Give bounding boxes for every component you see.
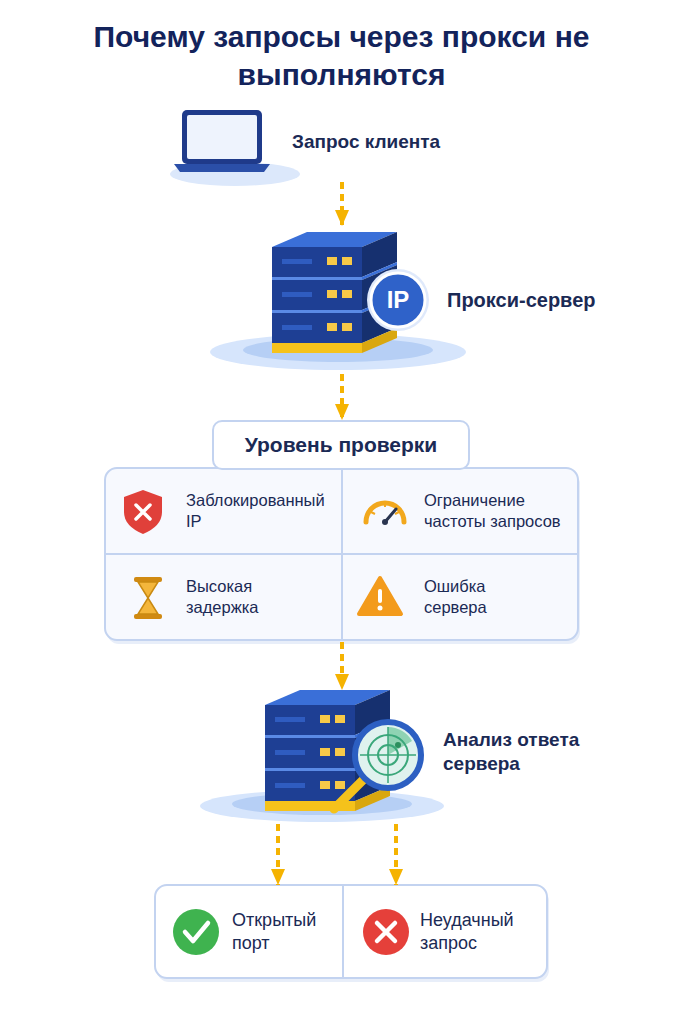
shield-icon — [124, 490, 162, 534]
laptop-icon — [174, 164, 270, 172]
hourglass-icon — [138, 582, 158, 598]
result-panel — [155, 885, 547, 978]
flow-arrow — [276, 824, 280, 885]
node-label: Ограничение частоты запросов — [424, 490, 574, 531]
item-cell: Неудачный запрос — [343, 885, 547, 978]
item-cell: Ограничение частоты запросов — [342, 468, 578, 554]
flow-arrow — [340, 374, 344, 420]
warning-icon — [359, 578, 401, 614]
item-cell: Заблокированный IP — [105, 468, 342, 554]
cross-icon — [363, 909, 409, 955]
flow-arrow — [340, 642, 344, 690]
analysis-server-icon — [355, 722, 421, 788]
check-panel — [105, 468, 578, 640]
proxy-server-icon — [210, 232, 466, 370]
proxy-server-icon — [367, 269, 429, 331]
analysis-server-icon — [334, 779, 364, 809]
item-cell: Ошибка сервера — [342, 554, 578, 640]
laptop-icon — [187, 115, 257, 159]
node-label: Открытый порт — [232, 909, 332, 954]
check-icon — [185, 923, 208, 941]
gauge-icon — [366, 503, 404, 525]
node-label: Ошибка сервера — [424, 576, 534, 617]
node-label: Неудачный запрос — [420, 909, 538, 954]
flow-arrow — [340, 182, 344, 226]
node-label: Уровень проверки — [245, 432, 438, 458]
cross-icon — [363, 909, 409, 955]
check-panel — [106, 553, 577, 555]
hourglass-icon — [134, 577, 162, 619]
check-icon — [173, 909, 219, 955]
warning-icon — [359, 578, 401, 614]
gauge-icon — [382, 519, 388, 525]
node-label: Запрос клиента — [292, 130, 472, 154]
icon-node: Анализ ответа сервера — [200, 690, 610, 822]
laptop-icon — [170, 110, 300, 186]
cross-icon — [377, 923, 395, 941]
icon-node: Запрос клиента — [170, 104, 480, 180]
node-label: Заблокированный IP — [186, 490, 338, 531]
flow-arrow — [394, 824, 398, 885]
check-icon — [173, 909, 219, 955]
analysis-server-icon — [360, 727, 416, 783]
diagram-title: Почему запросы через прокси не выполняют… — [89, 18, 594, 93]
result-panel — [155, 885, 549, 982]
node-label: Анализ ответа сервера — [443, 728, 603, 776]
node-label: Высокая задержка — [186, 576, 286, 617]
node-label: Прокси-сервер — [447, 288, 622, 313]
check-panel — [105, 468, 580, 644]
analysis-server-icon — [395, 742, 401, 748]
item-cell: Открытый порт — [155, 885, 343, 978]
analysis-server-icon — [200, 690, 444, 822]
proxy-server-icon — [371, 273, 425, 327]
panel-tab: Уровень проверки — [212, 420, 470, 470]
warning-icon — [378, 589, 382, 603]
shield-icon — [124, 490, 162, 534]
ip-badge-label: IP — [371, 285, 425, 315]
result-panel — [342, 886, 344, 977]
shield-icon — [136, 505, 150, 519]
hourglass-icon — [138, 598, 158, 614]
laptop-icon — [182, 110, 262, 164]
item-cell: Высокая задержка — [105, 554, 342, 640]
warning-icon — [378, 606, 383, 611]
icon-node: Прокси-сервер — [205, 226, 625, 372]
check-panel: Уровень проверкиЗаблокированный IP Ограни… — [105, 420, 578, 640]
laptop-icon — [170, 162, 300, 186]
